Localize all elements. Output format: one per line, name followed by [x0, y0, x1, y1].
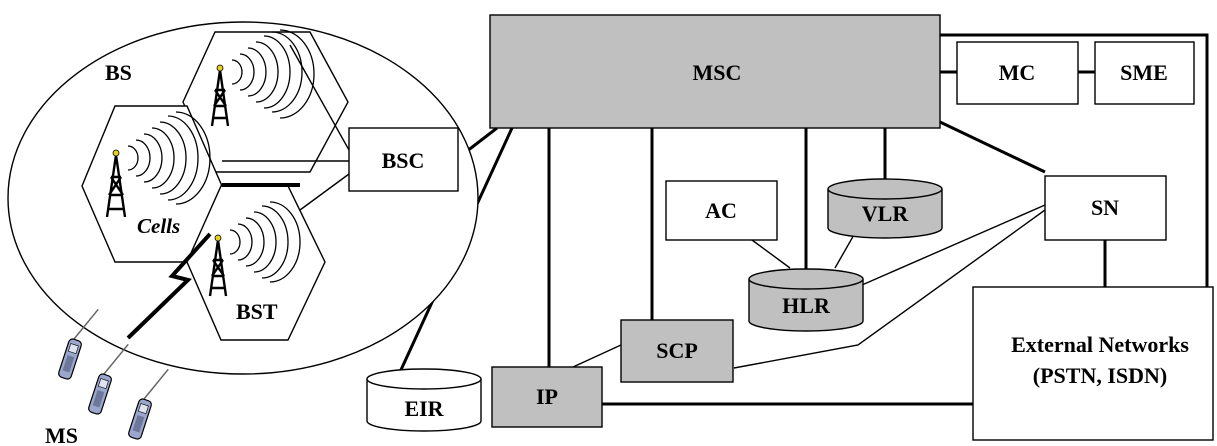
msc-sn-line — [939, 120, 1046, 174]
sme-node: SME — [1094, 41, 1195, 105]
radio-link-lightning — [126, 232, 212, 340]
scp-sn-line — [733, 209, 1046, 369]
ac-label: AC — [705, 198, 737, 223]
bst-label: BST — [236, 299, 278, 324]
cell-top-bsc-line — [289, 44, 350, 151]
vlr-hlr-line — [834, 232, 856, 269]
cells-label: Cells — [137, 214, 180, 238]
hlr-database-icon: HLR — [748, 268, 864, 332]
hlr-label: HLR — [782, 293, 831, 318]
msc-to-external-frame-line — [940, 33, 1209, 287]
sme-label: SME — [1120, 60, 1168, 85]
external-networks-node: External Networks (PSTN, ISDN) — [972, 286, 1214, 441]
radio-waves-icon — [231, 29, 315, 119]
phone-icon — [128, 368, 169, 440]
eir-database-icon: EIR — [366, 368, 482, 432]
bsc-label: BSC — [382, 148, 425, 173]
base-station-area: BS Cells BST — [7, 21, 479, 375]
phone-icon — [58, 308, 99, 380]
mobile-stations: MS — [45, 308, 169, 446]
tower-icon — [208, 234, 228, 297]
cell-hex-top — [182, 31, 349, 173]
cell-bottom-bsc-line — [299, 173, 350, 211]
vlr-label: VLR — [862, 201, 910, 226]
msc-label: MSC — [693, 60, 742, 85]
vlr-database-icon: VLR — [827, 178, 943, 239]
scp-label: SCP — [656, 338, 698, 363]
sn-node: SN — [1044, 175, 1167, 241]
ms-label: MS — [45, 423, 78, 446]
bsc-node: BSC — [348, 127, 459, 192]
bs-label: BS — [105, 60, 132, 85]
sn-label: SN — [1091, 195, 1119, 220]
hlr-sn-line — [861, 204, 1046, 286]
eir-label: EIR — [404, 396, 444, 421]
tower-icon — [105, 149, 127, 218]
msc-node: MSC — [489, 14, 941, 129]
ip-node: IP — [491, 366, 603, 428]
external-networks-sublabel: (PSTN, ISDN) — [1033, 363, 1167, 388]
tower-icon — [210, 64, 230, 127]
ip-scp-line — [572, 344, 622, 368]
mc-label: MC — [999, 60, 1036, 85]
ip-label: IP — [536, 384, 558, 409]
msc-box — [489, 14, 941, 129]
radio-waves-icon — [127, 111, 211, 205]
ac-node: AC — [665, 180, 778, 241]
phone-icon — [88, 343, 129, 415]
external-networks-label: External Networks — [1011, 332, 1189, 357]
scp-node: SCP — [620, 319, 734, 383]
mc-node: MC — [956, 41, 1079, 105]
ac-hlr-line — [751, 239, 791, 269]
radio-waves-icon — [229, 201, 301, 283]
